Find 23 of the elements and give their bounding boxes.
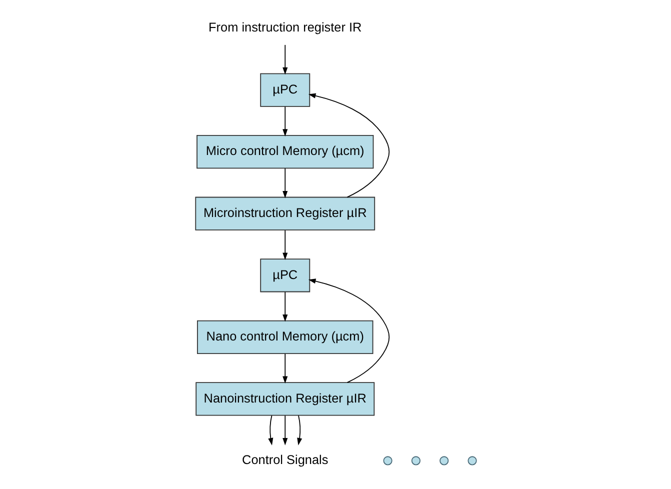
node-box: Nanoinstruction Register µIR (195, 382, 374, 416)
node-box: µPC (260, 73, 310, 107)
arrow (308, 93, 390, 198)
arrow (282, 230, 288, 260)
node-box: µPC (260, 258, 310, 292)
node-text: From instruction register IR (208, 20, 362, 35)
node-box: Nano control Memory (µcm) (196, 320, 373, 354)
arrow (282, 292, 288, 322)
node-circle (382, 456, 392, 466)
arrow (282, 353, 288, 384)
arrow (308, 278, 390, 383)
arrow (282, 415, 288, 446)
arrow (282, 168, 288, 198)
node-circle (467, 456, 476, 466)
node-box: Microinstruction Register µIR (194, 196, 375, 230)
node-circle (439, 456, 448, 466)
node-circle (410, 456, 420, 466)
arrow (282, 106, 288, 136)
arrow (282, 44, 288, 75)
node-box: Micro control Memory (µcm) (196, 135, 374, 169)
arrow (296, 415, 302, 446)
node-text: Control Signals (242, 452, 328, 468)
arrow (268, 415, 273, 446)
